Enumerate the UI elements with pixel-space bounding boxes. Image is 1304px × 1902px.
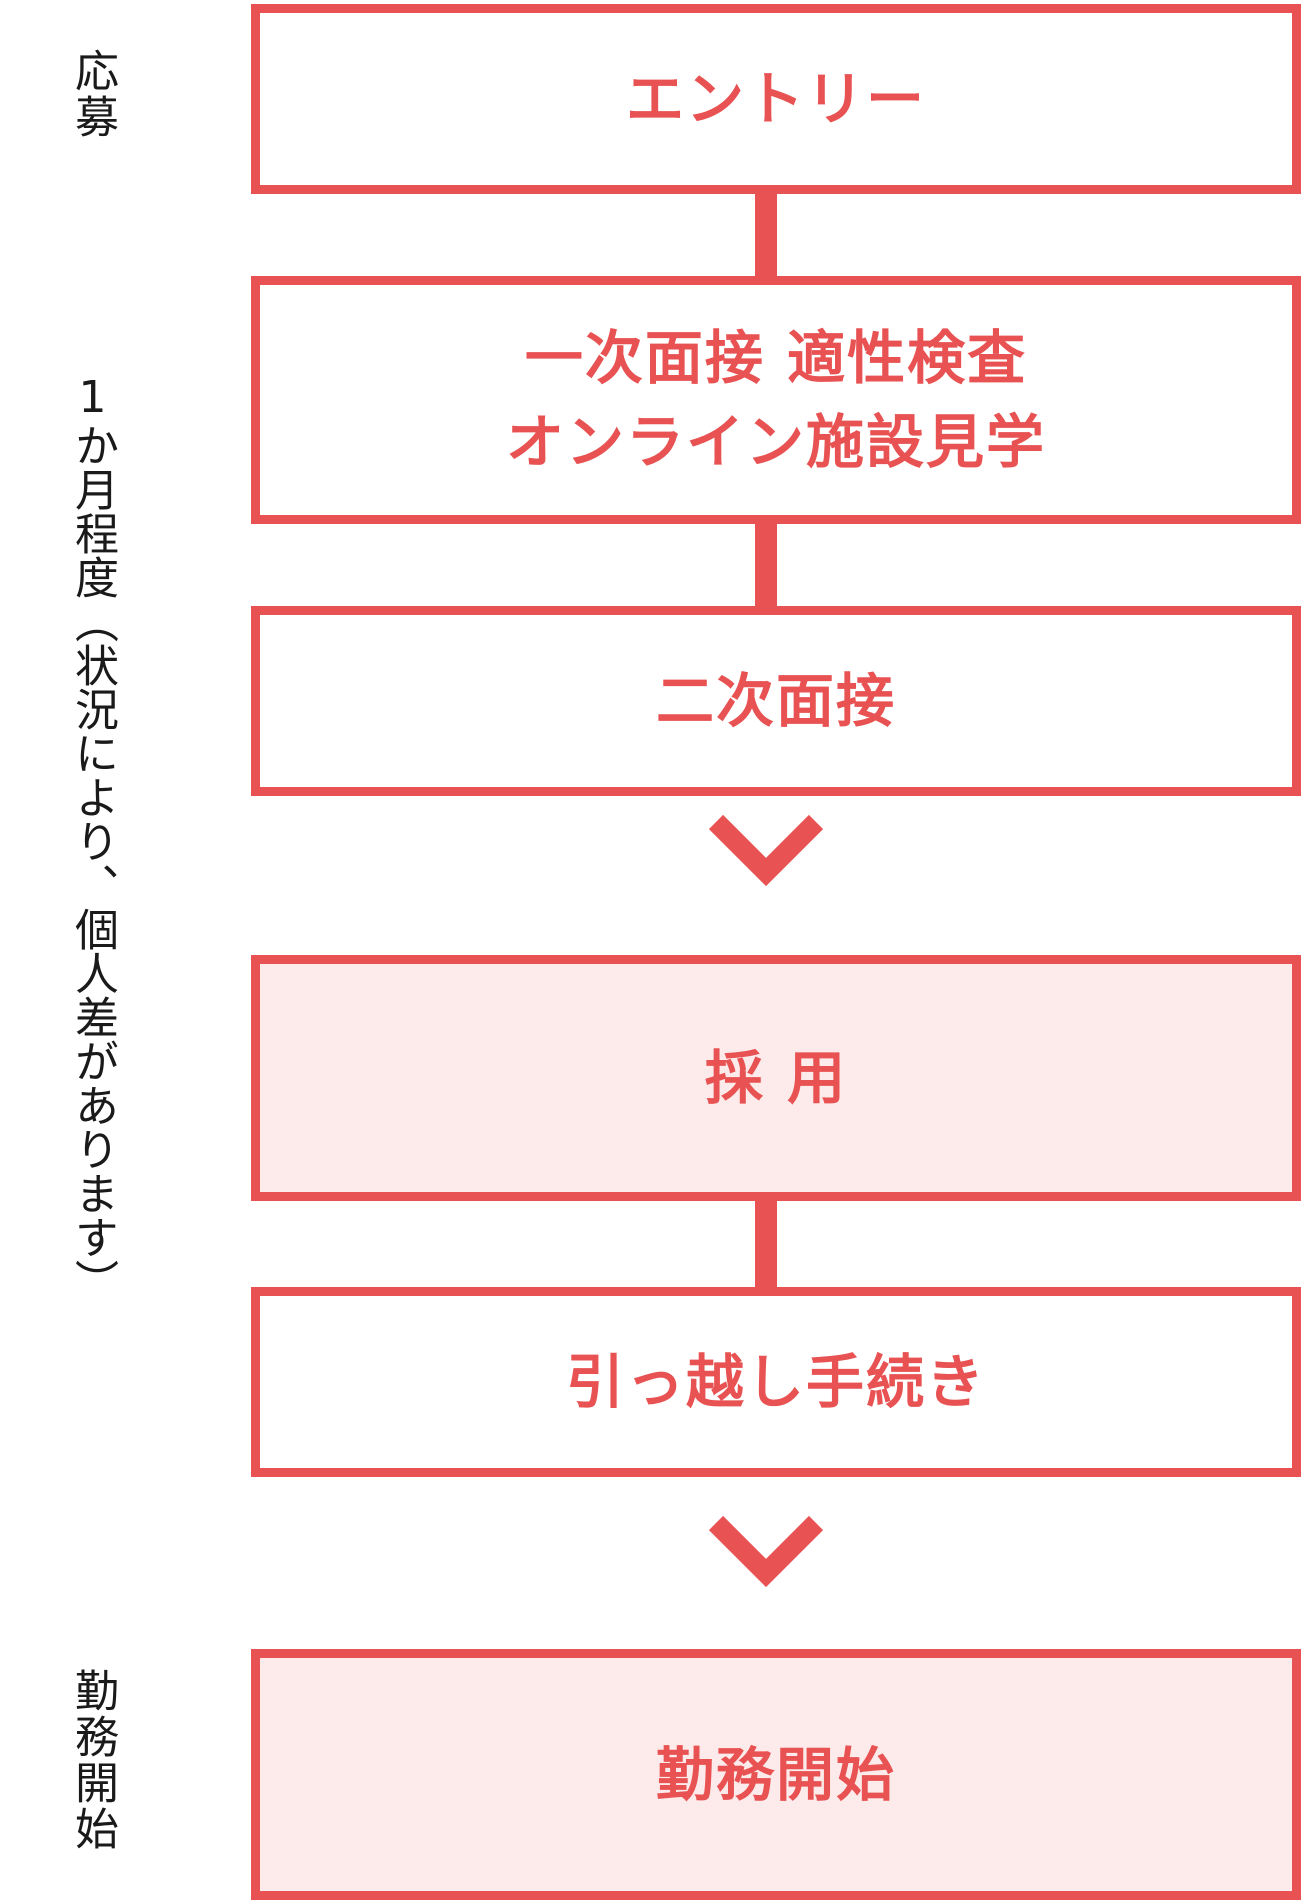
step-first-interview: 一次面接 適性検査 オンライン施設見学 <box>251 276 1301 524</box>
chevron-down-icon <box>708 1515 824 1588</box>
connector-line <box>755 194 777 276</box>
step-label: 二次面接 <box>655 667 896 735</box>
step-entry: エントリー <box>251 4 1301 194</box>
phase-label-apply: 応募 <box>67 48 118 140</box>
phase-label-start: 勤務開始 <box>67 1668 118 1852</box>
step-label: 採 用 <box>704 1044 848 1112</box>
connector-line <box>755 1201 777 1287</box>
step-label: エントリー <box>625 65 926 133</box>
step-start-work: 勤務開始 <box>251 1649 1301 1900</box>
step-label: 一次面接 適性検査 <box>524 324 1028 392</box>
step-relocation: 引っ越し手続き <box>251 1287 1301 1477</box>
phase-label-period: 1か月程度（状況により、個人差があります） <box>67 372 118 1303</box>
chevron-down-icon <box>708 814 824 887</box>
step-second-interview: 二次面接 <box>251 606 1301 796</box>
step-hire: 採 用 <box>251 955 1301 1201</box>
step-label: オンライン施設見学 <box>505 408 1046 476</box>
step-label: 勤務開始 <box>655 1740 896 1809</box>
step-label: 引っ越し手続き <box>565 1348 986 1416</box>
connector-line <box>755 524 777 606</box>
